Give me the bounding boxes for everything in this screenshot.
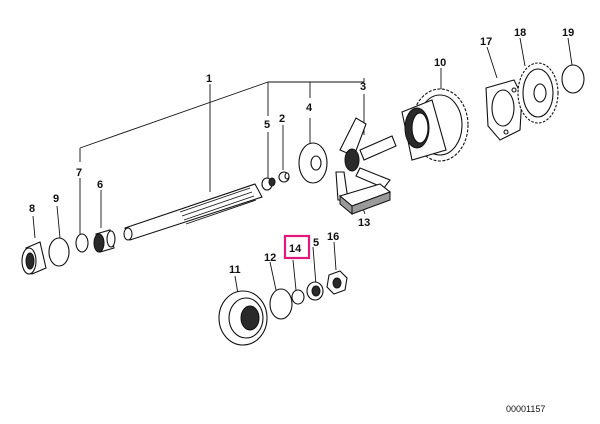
- sleeve-6: [93, 229, 116, 253]
- leader-lines: [32, 37, 573, 295]
- callout-10[interactable]: 10: [434, 57, 446, 69]
- callout-12[interactable]: 12: [264, 252, 276, 264]
- ring-12: [269, 288, 293, 320]
- ring-9: [48, 237, 70, 267]
- disc-4: [298, 142, 328, 184]
- callout-18[interactable]: 18: [514, 27, 526, 39]
- callout-17[interactable]: 17: [480, 36, 492, 48]
- callout-5-lower[interactable]: 5: [313, 237, 319, 249]
- gear-18: [517, 62, 559, 124]
- pin-2: [278, 171, 290, 183]
- callout-9[interactable]: 9: [53, 193, 59, 205]
- callout-11[interactable]: 11: [229, 264, 241, 276]
- washer-7: [75, 233, 89, 253]
- callout-7[interactable]: 7: [76, 167, 82, 179]
- shaft-1: [123, 183, 263, 241]
- nut-16: [326, 270, 348, 295]
- bracket-13: [338, 183, 392, 216]
- callout-2[interactable]: 2: [279, 113, 285, 125]
- callout-4[interactable]: 4: [306, 102, 313, 114]
- callout-13[interactable]: 13: [358, 217, 370, 229]
- callout-5-upper[interactable]: 5: [264, 119, 270, 131]
- seal-11: [218, 290, 268, 346]
- gear-10: [401, 88, 469, 162]
- callout-labels: 1 2 3 4 5 5 6 7 8 9 10 11 12 13 14 16 17…: [29, 27, 574, 276]
- callout-8[interactable]: 8: [29, 203, 35, 215]
- bushing-15: [306, 281, 324, 301]
- callout-16[interactable]: 16: [327, 231, 339, 243]
- callout-3[interactable]: 3: [360, 81, 366, 93]
- callout-6[interactable]: 6: [97, 179, 103, 191]
- callout-19[interactable]: 19: [562, 27, 574, 39]
- diagram-number: 00001157: [506, 404, 545, 414]
- impeller-3: [335, 117, 397, 201]
- bearing-8: [21, 241, 47, 275]
- ring-14: [291, 289, 305, 305]
- callout-14[interactable]: 14: [289, 243, 302, 255]
- callout-1[interactable]: 1: [206, 73, 212, 85]
- collar-5: [261, 177, 276, 191]
- plate-17: [485, 79, 523, 141]
- circlip-19: [561, 64, 585, 94]
- highlight-box-14: [283, 234, 311, 260]
